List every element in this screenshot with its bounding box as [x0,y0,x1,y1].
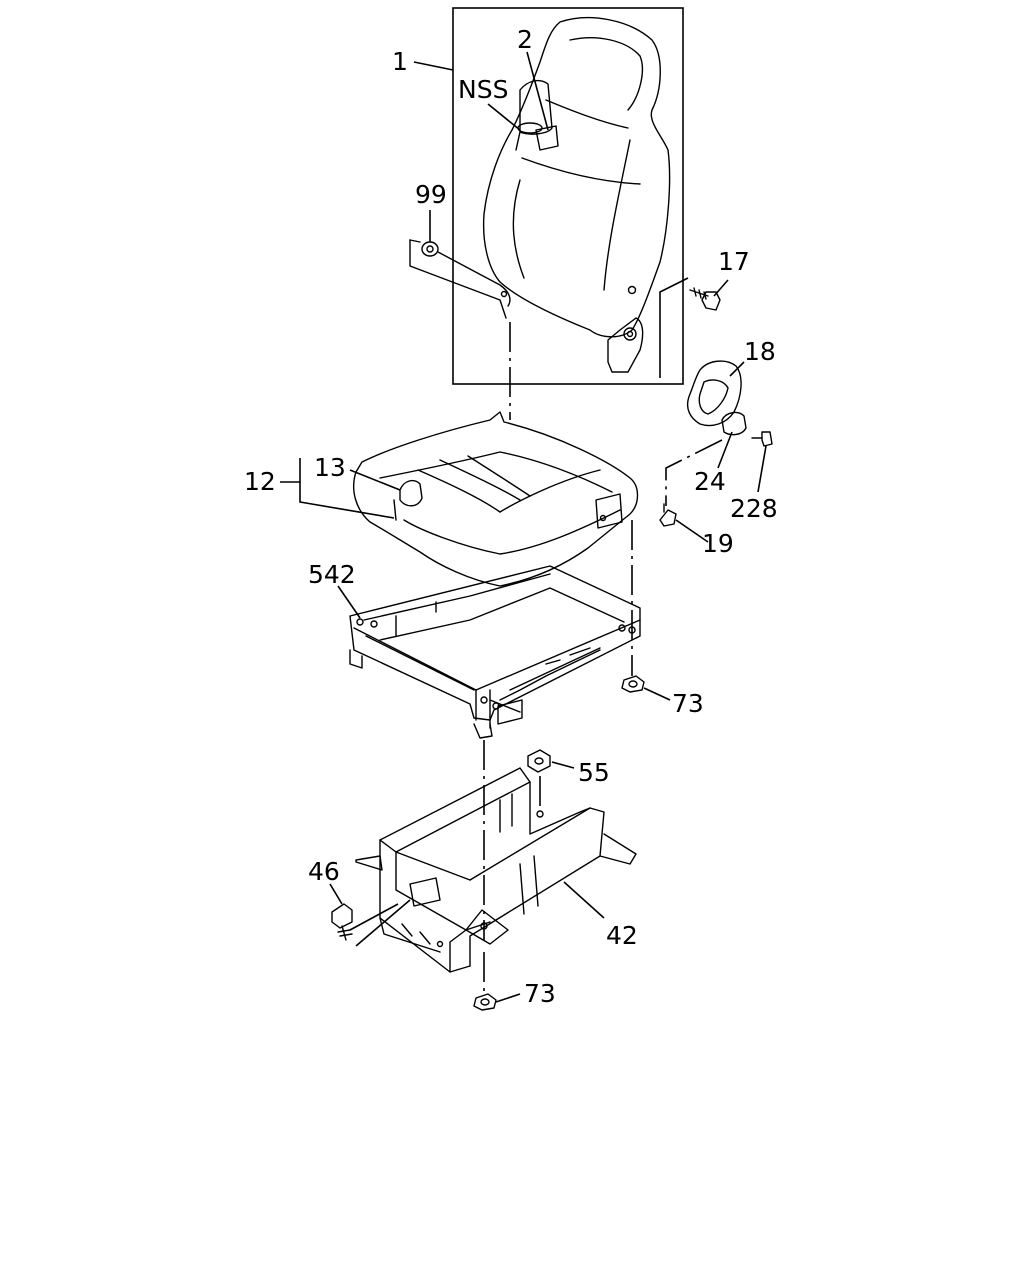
seat-cushion [352,411,639,587]
bolt [689,287,721,311]
callout-542: 542 [308,560,356,589]
seat-back-group-frame [452,7,684,385]
nut-55 [527,749,551,773]
callout-12: 12 [244,467,276,496]
clip [535,125,559,151]
callout-73-lower: 73 [524,979,556,1008]
callout-55: 55 [578,758,610,787]
bolt-46 [331,903,353,941]
cushion-clip [393,479,423,521]
callout-18: 18 [744,337,776,366]
leader-lines [280,51,767,1003]
callout-24: 24 [694,467,726,496]
seat-back [482,17,671,373]
recliner-knob [721,411,747,436]
callout-99: 99 [415,180,447,209]
nut-lower [473,993,497,1011]
callout-73-upper: 73 [672,689,704,718]
screw [751,431,773,447]
hinge-bracket-right [659,277,689,378]
seat-base-riser [355,767,637,973]
callout-13: 13 [314,453,346,482]
callout-17: 17 [718,247,750,276]
callout-46: 46 [308,857,340,886]
nut-upper [621,675,645,693]
centerline-recliner-screw [665,439,723,506]
callout-2: 2 [517,25,533,54]
callout-nss: NSS [458,75,508,104]
callout-228: 228 [730,494,778,523]
bushing [421,241,439,257]
seat-slide-frame [349,565,641,739]
callout-19: 19 [702,529,734,558]
recliner-cover [686,360,742,427]
hinge-bracket-left [409,239,511,319]
screw-small [659,503,677,527]
callout-1: 1 [392,47,408,76]
callout-42: 42 [606,921,638,950]
headrest-guide-nss [515,79,553,151]
